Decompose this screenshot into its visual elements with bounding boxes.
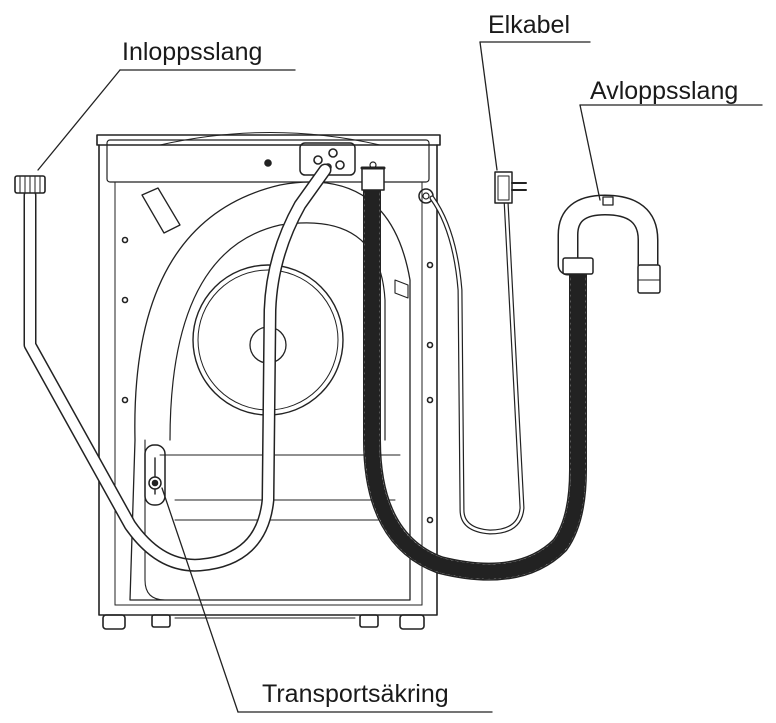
drain-hose	[360, 161, 661, 581]
label-inloppsslang: Inloppsslang	[122, 38, 263, 66]
label-transportsakring: Transportsäkring	[262, 680, 449, 708]
label-elkabel: Elkabel	[488, 11, 570, 39]
label-avloppsslang: Avloppsslang	[590, 77, 739, 105]
power-cable	[418, 171, 527, 535]
leader-lines	[37, 41, 763, 713]
transport-bolt	[144, 444, 166, 506]
inlet-hose	[14, 163, 332, 572]
